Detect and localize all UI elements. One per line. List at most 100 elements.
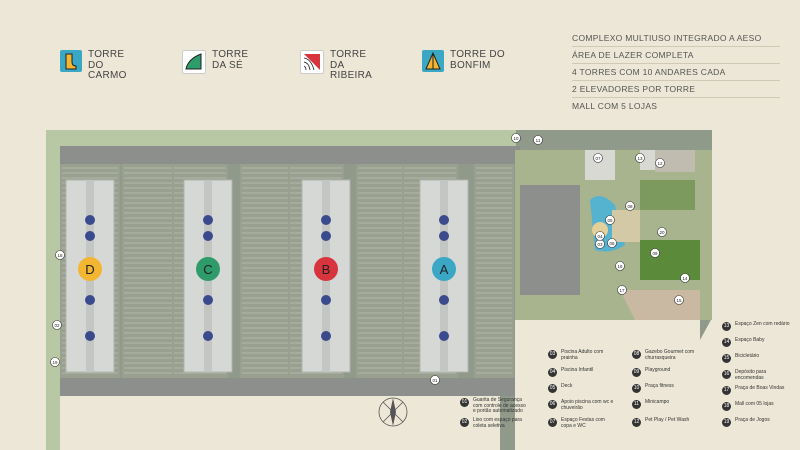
tower-elevator [321, 295, 331, 305]
amenity-number: 15 [722, 354, 731, 363]
amenity-number: 04 [548, 368, 557, 377]
amenity-label: Gazebo Gourmet com churrasqueira [645, 349, 695, 361]
map-marker-number: 20 [659, 230, 665, 235]
amenity-legend-item: 13 Espaço Zen com redário [722, 321, 791, 331]
tower-badge [432, 257, 456, 281]
tower-letter: D [85, 262, 94, 277]
map-marker: 06 [607, 238, 617, 248]
features-list: COMPLEXO MULTIUSO INTEGRADO A AESO ÁREA … [572, 30, 780, 114]
amenity-number: 01 [460, 398, 469, 407]
ribeira-tower-icon [300, 50, 324, 74]
map-marker: 13 [635, 153, 645, 163]
map-marker-number: 03 [597, 242, 603, 247]
amenity-label: Lixo com espaço para coleta seletiva [473, 417, 522, 429]
tower-elevator [321, 215, 331, 225]
amenity-number: 13 [722, 322, 731, 331]
map-marker: 11 [533, 135, 543, 145]
map-marker: 12 [655, 158, 665, 168]
map-marker-number: 15 [676, 298, 682, 303]
amenity-number: 08 [632, 350, 641, 359]
map-marker-number: 16 [617, 264, 623, 269]
amenity-number: 03 [548, 350, 557, 359]
amenity-label: Espaço Baby [735, 337, 765, 343]
se-tower-icon [182, 50, 206, 74]
amenity-label: Guarita de Segurança com controle de ace… [473, 397, 526, 415]
road-bottom [60, 378, 520, 396]
perimeter-green [46, 130, 516, 146]
map-marker-number: 09 [652, 251, 658, 256]
legend-torre-da-ribeira: TORRE DA RIBEIRA [300, 49, 372, 82]
amenity-number: 02 [460, 418, 469, 427]
legend-torre-do-carmo: TORRE DO CARMO [60, 49, 127, 82]
legend-panel-bg [515, 320, 700, 450]
map-marker-number: 07 [595, 156, 601, 161]
minicampo [640, 180, 695, 210]
tower-elevator [203, 231, 213, 241]
tower-elevator [439, 295, 449, 305]
garden-area [640, 240, 700, 280]
tower-elevator [439, 231, 449, 241]
amenity-legend-item: 02 Lixo com espaço para coleta seletiva [460, 417, 529, 429]
map-marker: 04 [595, 231, 605, 241]
amenity-number: 18 [722, 402, 731, 411]
amenity-number: 12 [632, 418, 641, 427]
map-marker-number: 18 [57, 253, 63, 258]
map-marker-number: 06 [609, 241, 615, 246]
parking-east [520, 185, 580, 295]
feature-item: MALL COM 5 LOJAS [572, 101, 658, 111]
feature-item: ÁREA DE LAZER COMPLETA [572, 47, 780, 64]
amenity-label: Espaço Festas com copa e WC [561, 417, 605, 429]
amenity-label: Pet Play / Pet Wash [645, 417, 690, 423]
amenity-label: Bicicletário [735, 353, 760, 359]
tower-elevator [85, 295, 95, 305]
tower-badge [314, 257, 338, 281]
amenity-label: Praça de Jogos [735, 417, 770, 423]
bottom-panel-bg [60, 396, 500, 450]
tower-elevator [439, 215, 449, 225]
amenity-number: 10 [632, 384, 641, 393]
tower-elevator [321, 231, 331, 241]
amenity-label: Deck [561, 383, 573, 389]
tower-building: D [65, 179, 115, 373]
tower-letter: B [322, 262, 331, 277]
amenity-legend-item: 01 Guarita de Segurança com controle de a… [460, 397, 529, 415]
tower-badge [78, 257, 102, 281]
map-marker-number: 04 [597, 234, 603, 239]
amenity-label: Minicampo [645, 399, 670, 405]
map-marker: 10 [511, 133, 521, 143]
map-marker-number: 02 [54, 323, 60, 328]
amenity-label: Praça fitness [645, 383, 674, 389]
amenity-label: Piscina Adulto com prainha [561, 349, 604, 361]
map-marker: 05 [605, 215, 615, 225]
map-marker: 02 [52, 320, 62, 330]
map-marker-number: 17 [619, 288, 625, 293]
map-marker: 09 [650, 248, 660, 258]
map-marker: 01 [430, 375, 440, 385]
tower-letter: C [203, 262, 212, 277]
amenity-number: 07 [548, 418, 557, 427]
amenity-legend-item: 15 Bicicletário [722, 353, 791, 363]
tower-elevator [85, 215, 95, 225]
tower-label-bonfim: TORRE DO BONFIM [450, 49, 505, 71]
amenity-label: Espaço Zen com redário [735, 321, 790, 327]
amenity-number: 09 [632, 368, 641, 377]
tower-elevator [203, 295, 213, 305]
amenity-label: Playground [645, 367, 671, 373]
legend-torre-do-bonfim: TORRE DO BONFIM [422, 49, 505, 72]
map-marker-number: 01 [432, 378, 438, 383]
map-marker-number: 10 [513, 136, 519, 141]
bonfim-tower-icon [422, 50, 444, 72]
tower-elevator [321, 331, 331, 341]
amenity-legend-item: 10 Praça fitness [632, 383, 701, 393]
amenity-label: Praça de Boas Vindas [735, 385, 785, 391]
amenity-legend-item: 08 Gazebo Gourmet com churrasqueira [632, 349, 701, 361]
